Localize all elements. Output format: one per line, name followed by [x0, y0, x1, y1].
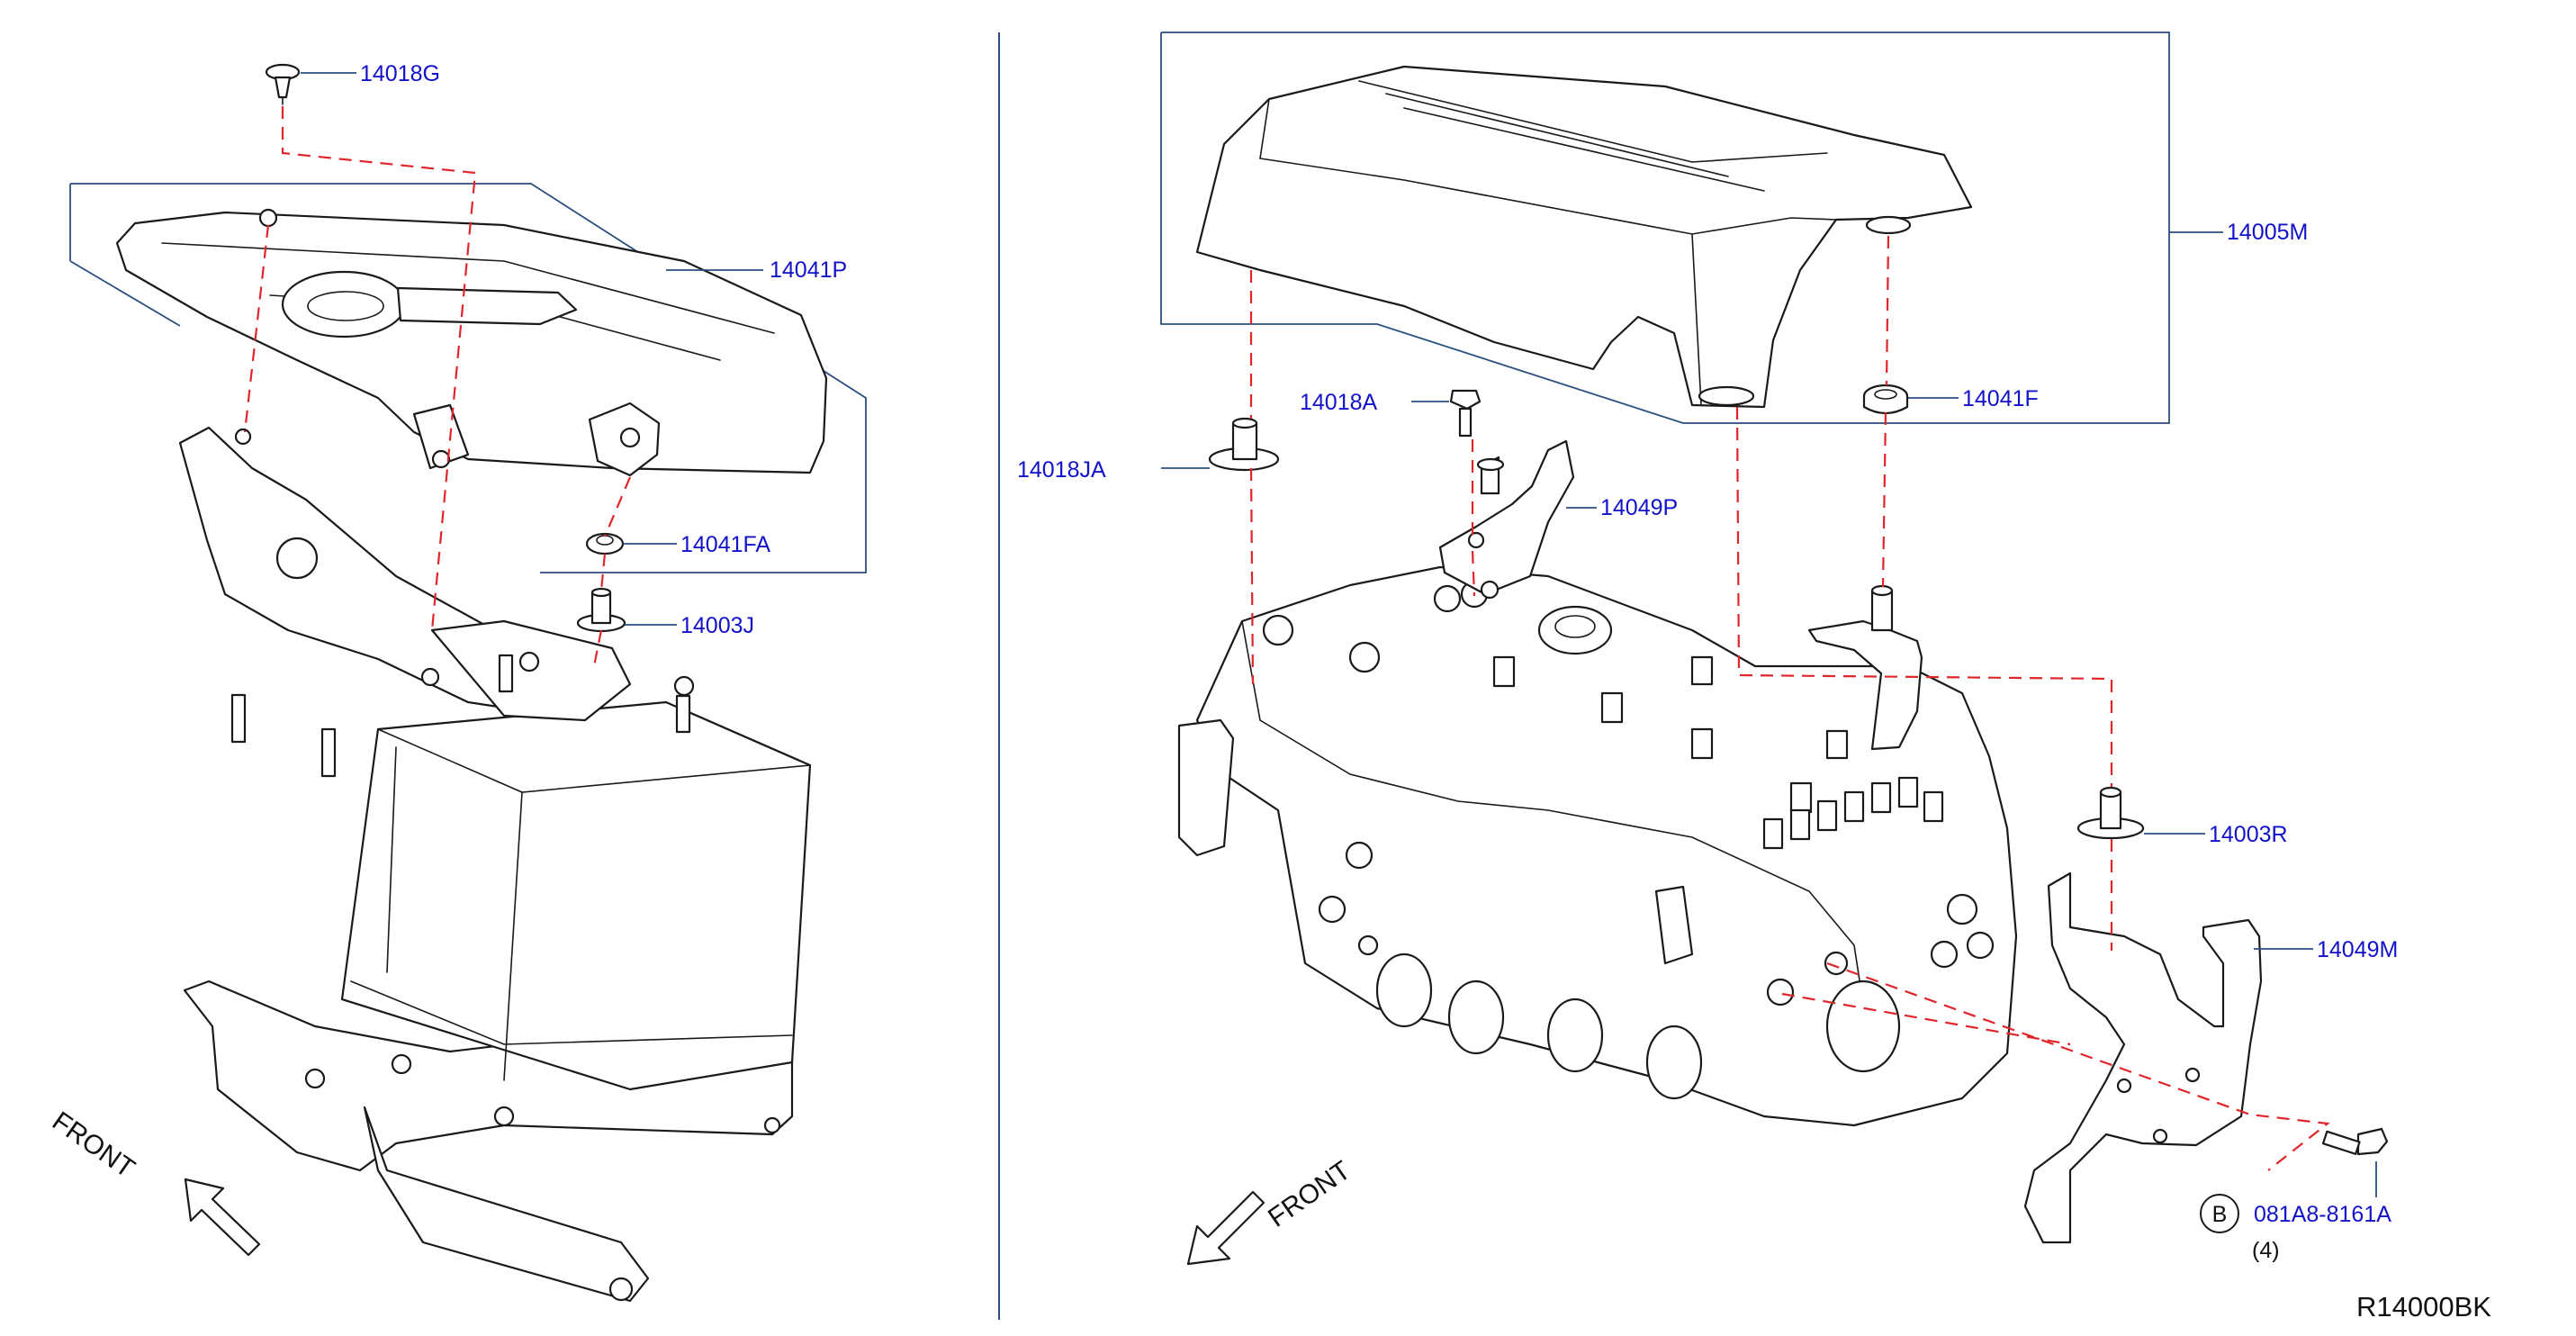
right-panel: FRONT 14018A 14018JA 14049P 14005M 14041…	[1017, 32, 2491, 1322]
stud-14003r	[2076, 786, 2145, 840]
callout-14005m[interactable]: 14005M	[2227, 220, 2308, 245]
grommet-14041f	[1862, 384, 1909, 415]
callout-14049p[interactable]: 14049P	[1600, 495, 1678, 520]
callout-14041fa[interactable]: 14041FA	[680, 532, 770, 557]
callout-14003r[interactable]: 14003R	[2209, 822, 2288, 847]
bracket-14049m	[2023, 871, 2263, 1244]
drawing-reference: R14000BK	[2356, 1291, 2491, 1322]
bracket-lower	[183, 979, 794, 1303]
bracket-upper	[178, 426, 695, 778]
callout-14018g[interactable]: 14018G	[360, 61, 440, 86]
bolt-14018a	[1449, 389, 1482, 438]
leader-lines-left	[301, 72, 763, 626]
bolt-081a8-8161a	[2321, 1127, 2389, 1156]
callout-14041f[interactable]: 14041F	[1962, 386, 2039, 411]
front-label-right: FRONT	[1263, 1155, 1356, 1232]
callout-14049m[interactable]: 14049M	[2317, 937, 2398, 962]
cylinder-head	[1177, 565, 2018, 1127]
callout-081a8-8161a-group[interactable]: B 081A8-8161A (4)	[2200, 1194, 2391, 1263]
air-cleaner-box	[340, 700, 812, 1091]
callout-081a8-8161a[interactable]: 081A8-8161A	[2254, 1202, 2391, 1227]
quantity-label: (4)	[2252, 1238, 2280, 1263]
front-arrow-left: FRONT	[47, 1106, 261, 1257]
engine-cover-14041p	[115, 208, 828, 477]
front-label-left: FRONT	[47, 1106, 140, 1184]
group-outline-14005m	[1160, 32, 2170, 424]
clip-14018g	[265, 63, 301, 105]
front-arrow-right: FRONT	[1186, 1155, 1356, 1266]
callout-14041p[interactable]: 14041P	[770, 257, 847, 283]
leader-lines-right	[1161, 231, 2377, 1197]
callout-14018a[interactable]: 14018A	[1300, 390, 1378, 415]
circle-b-label: B	[2212, 1202, 2228, 1227]
grommet-14041fa	[585, 532, 625, 555]
group-outline-14041p	[70, 183, 867, 573]
callout-14003j[interactable]: 14003J	[680, 613, 754, 638]
stud-14018ja	[1208, 417, 1280, 472]
bracket-14049p	[1438, 439, 1575, 600]
engine-cover-14005m	[1195, 65, 1973, 409]
guide-lines-left	[243, 106, 632, 667]
left-panel: FRONT 14018G 14041P 14041FA 14003J	[47, 61, 867, 1303]
guide-lines-right	[1249, 235, 2330, 1171]
stud-14003j	[576, 587, 626, 633]
bracket-rear	[1807, 584, 1923, 751]
circle-b-symbol	[2200, 1194, 2239, 1233]
callout-14018ja[interactable]: 14018JA	[1017, 457, 1106, 483]
